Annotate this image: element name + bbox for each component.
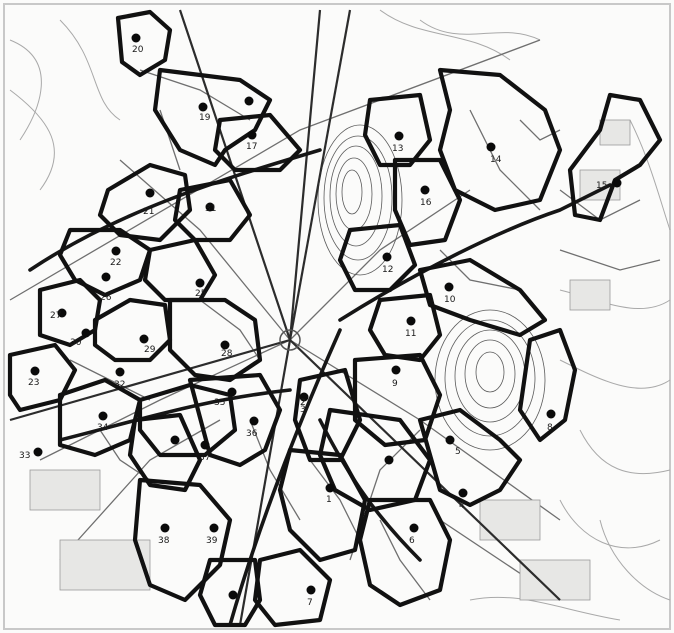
label-12: 12	[382, 265, 393, 275]
marker-8	[546, 409, 556, 419]
marker-32	[115, 367, 125, 377]
label-30: 30	[70, 338, 82, 348]
label-3: 3	[300, 405, 306, 415]
main-avenues	[28, 148, 612, 627]
marker-13	[394, 131, 404, 141]
label-11: 11	[405, 329, 416, 339]
marker-14	[486, 142, 496, 152]
marker-4	[458, 488, 468, 498]
marker-1	[325, 483, 335, 493]
marker-10	[444, 282, 454, 292]
label-33: 33	[19, 451, 30, 461]
label-14: 14	[490, 155, 502, 165]
marker-27	[57, 308, 67, 318]
marker-17	[247, 130, 257, 140]
hill-south	[434, 309, 546, 451]
label-4: 4	[459, 501, 465, 511]
label-31: 31	[205, 204, 216, 214]
marker-29	[139, 334, 149, 344]
label-35: 35	[214, 398, 225, 408]
marker-2	[384, 455, 394, 465]
label-1: 1	[326, 495, 332, 505]
marker-20	[131, 33, 141, 43]
marker-37	[170, 435, 180, 445]
marker-3	[299, 392, 309, 402]
marker-19	[198, 102, 208, 112]
terrain-contours	[9, 9, 671, 621]
marker-25	[195, 278, 205, 288]
marker-23	[30, 366, 40, 376]
label-7: 7	[307, 598, 313, 608]
label-13: 13	[392, 144, 403, 154]
marker-36	[249, 416, 259, 426]
hill-north	[317, 124, 403, 276]
marker-9	[391, 365, 401, 375]
marker-30	[81, 328, 91, 338]
district-markers	[30, 33, 622, 600]
district-boundaries	[7, 9, 663, 628]
label-32: 32	[114, 380, 125, 390]
label-20: 20	[132, 45, 144, 55]
label-19: 19	[199, 113, 211, 123]
label-16: 16	[420, 198, 432, 208]
marker-26	[101, 272, 111, 282]
label-15: 15	[596, 181, 607, 191]
label-23: 23	[28, 378, 39, 388]
marker-38	[160, 523, 170, 533]
marker-34	[98, 411, 108, 421]
label-25: 25	[195, 289, 206, 299]
label-2: 2	[300, 398, 306, 408]
label-10: 10	[444, 295, 456, 305]
central-roundabout	[279, 329, 301, 351]
marker-12	[382, 252, 392, 262]
map-border	[3, 3, 671, 630]
marker-33	[33, 447, 43, 457]
marker-16	[420, 185, 430, 195]
label-39: 39	[206, 536, 218, 546]
label-37: 37	[199, 453, 210, 463]
label-17: 17	[246, 142, 257, 152]
label-28: 28	[221, 349, 233, 359]
label-27: 27	[50, 311, 61, 321]
label-36: 36	[246, 429, 258, 439]
label-26: 26	[100, 293, 112, 303]
marker-15	[612, 178, 622, 188]
label-38: 38	[158, 536, 170, 546]
marker-19b	[244, 96, 254, 106]
marker-11	[406, 316, 416, 326]
marker-31	[205, 202, 215, 212]
label-6: 6	[409, 536, 415, 546]
marker-35	[227, 387, 237, 397]
label-5: 5	[455, 447, 461, 457]
district-labels: 20 19 17 21 31 22 26 25 27 30 29 28 23 3…	[19, 45, 607, 608]
label-34: 34	[97, 423, 109, 433]
marker-37b	[200, 440, 210, 450]
label-9: 9	[392, 379, 398, 389]
marker-21	[145, 188, 155, 198]
marker-28	[220, 340, 230, 350]
marker-6	[409, 523, 419, 533]
label-22: 22	[110, 258, 121, 268]
marker-5	[445, 435, 455, 445]
marker-7	[306, 585, 316, 595]
label-29: 29	[144, 345, 156, 355]
marker-39	[209, 523, 219, 533]
label-21: 21	[143, 207, 154, 217]
marker-22	[111, 246, 121, 256]
label-8: 8	[547, 423, 553, 433]
marker-7b	[228, 590, 238, 600]
